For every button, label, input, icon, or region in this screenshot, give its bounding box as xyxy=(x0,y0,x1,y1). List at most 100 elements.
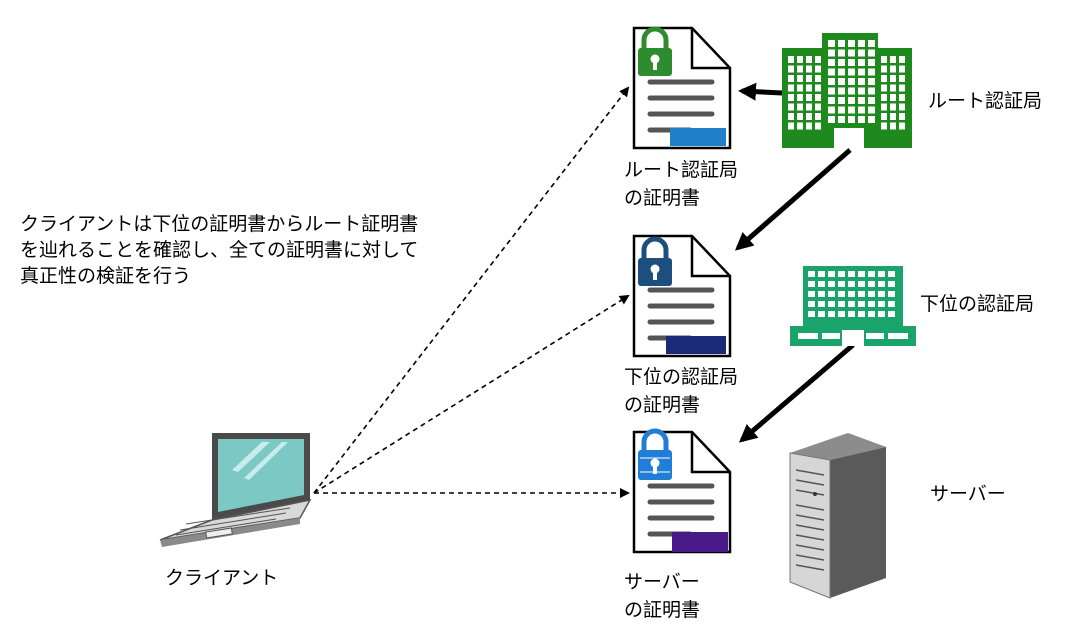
building-window xyxy=(878,271,885,277)
issuing-arrows xyxy=(734,82,855,443)
building-window xyxy=(806,103,812,111)
arrow-client-to-root-cert xyxy=(313,86,630,494)
description-line: クライアントは下位の証明書からルート証明書 xyxy=(20,213,419,235)
root-ca-building-icon xyxy=(782,33,912,148)
intermediate-cert-label-line1: 下位の認証局 xyxy=(624,366,739,388)
building-window xyxy=(828,301,835,307)
building-window xyxy=(828,68,835,76)
description-text: クライアントは下位の証明書からルート証明書 を辿れることを確認し、全ての証明書に… xyxy=(20,211,418,289)
building-window xyxy=(858,40,865,47)
building-window xyxy=(848,97,855,104)
building-window xyxy=(828,291,835,297)
root-cert-label-line2: の証明書 xyxy=(624,187,701,209)
building-window xyxy=(890,75,896,82)
building-window xyxy=(858,68,865,76)
building-window xyxy=(797,113,803,120)
intermediate-ca-building-icon xyxy=(790,266,916,346)
building-window xyxy=(828,49,835,57)
server-tower-icon xyxy=(789,433,886,599)
building-window xyxy=(838,311,845,317)
building-window xyxy=(848,301,855,307)
server-cert-label-line1: サーバー xyxy=(624,571,700,593)
building-window xyxy=(868,68,875,76)
building-window xyxy=(797,65,803,73)
building-window xyxy=(868,106,875,114)
building-window xyxy=(848,106,855,114)
building-window xyxy=(838,106,845,114)
building-window xyxy=(815,75,821,82)
description-line: を辿れることを確認し、全ての証明書に対して xyxy=(20,239,419,261)
building-window xyxy=(806,122,812,130)
building-window xyxy=(878,311,885,317)
building-window xyxy=(899,56,905,63)
building-window xyxy=(806,113,812,120)
intermediate-ca-label: 下位の認証局 xyxy=(920,293,1035,315)
building-window xyxy=(815,65,821,73)
building-window xyxy=(806,94,812,101)
building-window xyxy=(838,49,845,57)
building-window xyxy=(881,122,887,130)
building-window xyxy=(828,311,835,317)
building-window xyxy=(848,78,855,85)
building-window xyxy=(899,84,905,92)
building-window xyxy=(848,49,855,57)
building-window xyxy=(806,56,812,63)
building-window xyxy=(788,103,794,111)
building-window xyxy=(878,301,885,307)
server-label: サーバー xyxy=(930,483,1006,505)
building-window xyxy=(899,65,905,73)
building-window xyxy=(890,65,896,73)
building-window xyxy=(858,281,865,287)
building-window xyxy=(788,113,794,120)
building-window xyxy=(858,271,865,277)
building-window xyxy=(797,122,803,130)
building-window xyxy=(878,281,885,287)
root-cert-label-line1: ルート認証局 xyxy=(624,159,739,181)
building-window xyxy=(899,75,905,82)
building-window xyxy=(848,291,855,297)
building-window xyxy=(808,291,815,297)
description-line: 真正性の検証を行う xyxy=(20,265,192,287)
building-window xyxy=(868,97,875,104)
building-window xyxy=(899,122,905,130)
building-window xyxy=(868,59,875,66)
building-window xyxy=(890,122,896,130)
intermediate-cert-label-line2: の証明書 xyxy=(624,394,701,416)
building-window xyxy=(808,301,815,307)
building-window xyxy=(828,78,835,85)
building-window xyxy=(815,56,821,63)
building-window xyxy=(881,56,887,63)
laptop-icon xyxy=(159,433,312,547)
building-window xyxy=(868,78,875,85)
building-window xyxy=(868,116,875,123)
building-window xyxy=(808,271,815,277)
building-window xyxy=(878,291,885,297)
building-window xyxy=(858,87,865,95)
root-certificate-icon xyxy=(632,26,732,150)
arrow-client-to-intermediate-cert xyxy=(313,294,630,494)
building-window xyxy=(848,311,855,317)
building-window xyxy=(868,87,875,95)
building-window xyxy=(881,103,887,111)
building-window xyxy=(848,40,855,47)
building-window xyxy=(788,122,794,130)
building-window xyxy=(828,106,835,114)
client-label: クライアント xyxy=(165,567,279,589)
building-window xyxy=(858,78,865,85)
building-window xyxy=(881,65,887,73)
arrow-root-ca-to-intermediate-cert xyxy=(734,148,852,251)
building-window xyxy=(797,103,803,111)
building-window xyxy=(797,56,803,63)
building-window xyxy=(838,78,845,85)
building-window xyxy=(888,281,895,287)
building-window xyxy=(888,291,895,297)
intermediate-certificate-icon xyxy=(632,234,732,358)
building-window xyxy=(828,281,835,287)
building-window xyxy=(806,84,812,92)
building-window xyxy=(868,281,875,287)
arrow-root-ca-to-root-cert xyxy=(738,82,783,101)
building-window xyxy=(888,271,895,277)
building-window xyxy=(838,59,845,66)
